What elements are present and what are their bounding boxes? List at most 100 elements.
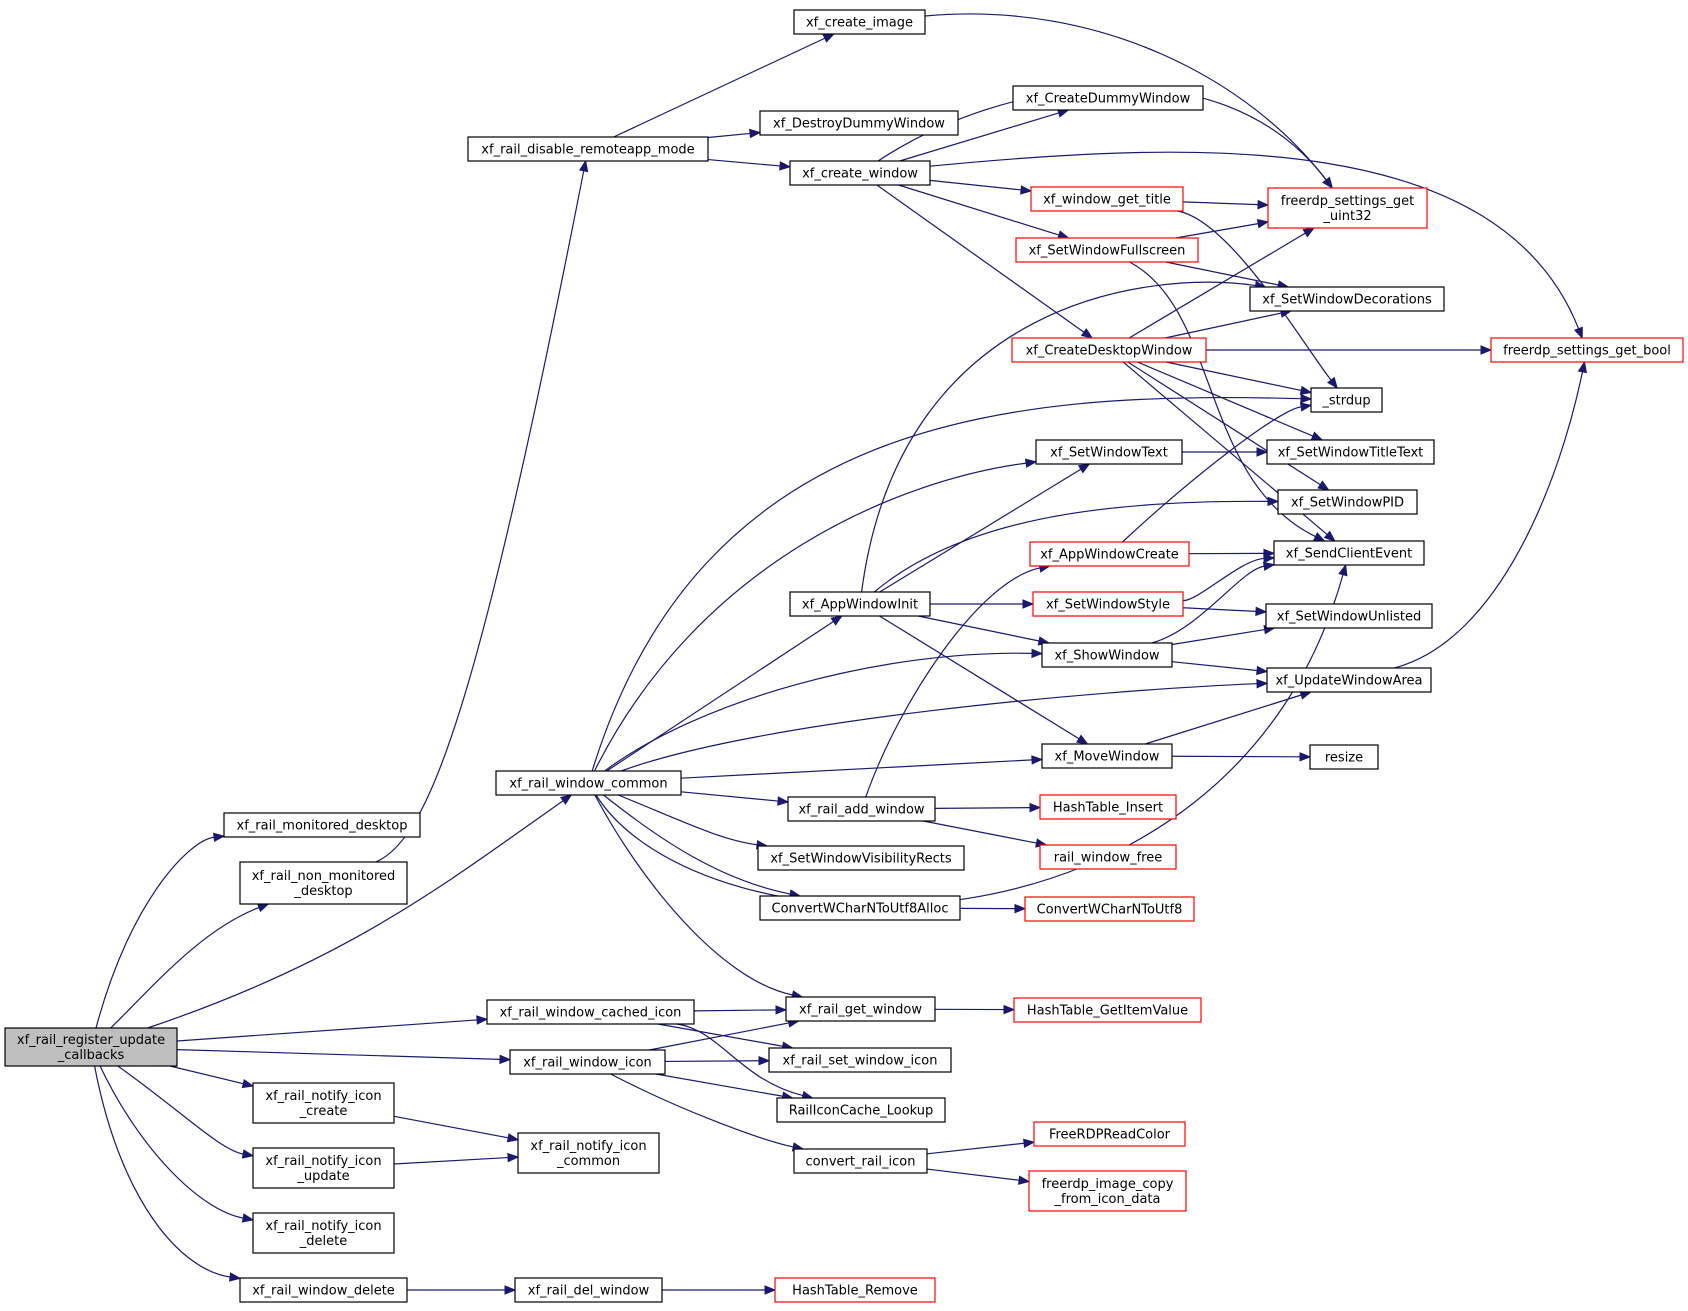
node-notify-icon-delete[interactable]: xf_rail_notify_icon_delete xyxy=(252,1212,395,1254)
node-app-window-init[interactable]: xf_AppWindowInit xyxy=(789,591,931,617)
node-destroy-dummy[interactable]: xf_DestroyDummyWindow xyxy=(759,110,959,136)
node-settings-uint32[interactable]: freerdp_settings_get_uint32 xyxy=(1267,187,1428,229)
node-box[interactable] xyxy=(1029,541,1190,567)
node-box[interactable] xyxy=(1032,591,1184,617)
node-box[interactable] xyxy=(1030,186,1184,212)
node-move-window[interactable]: xf_MoveWindow xyxy=(1041,743,1173,769)
node-box[interactable] xyxy=(768,1047,952,1073)
node-box[interactable] xyxy=(789,160,931,186)
node-box[interactable] xyxy=(787,796,936,822)
node-box[interactable] xyxy=(239,861,408,905)
node-box[interactable] xyxy=(1039,844,1177,870)
node-notify-icon-common[interactable]: xf_rail_notify_icon_common xyxy=(517,1132,660,1174)
node-box[interactable] xyxy=(223,812,421,838)
node-notify-icon-update[interactable]: xf_rail_notify_icon_update xyxy=(252,1147,395,1189)
node-box[interactable] xyxy=(774,1277,936,1303)
node-box[interactable] xyxy=(495,770,682,796)
node-app-window-create[interactable]: xf_AppWindowCreate xyxy=(1029,541,1190,567)
node-box[interactable] xyxy=(1266,667,1432,693)
node-box[interactable] xyxy=(789,591,931,617)
node-convert-rail-icon[interactable]: convert_rail_icon xyxy=(793,1148,928,1174)
node-rail-add-window[interactable]: xf_rail_add_window xyxy=(787,796,936,822)
node-box[interactable] xyxy=(1249,286,1445,312)
node-box[interactable] xyxy=(776,1097,946,1123)
node-window-common[interactable]: xf_rail_window_common xyxy=(495,770,682,796)
node-box[interactable] xyxy=(1012,85,1204,111)
node-box[interactable] xyxy=(1265,603,1433,629)
node-convert-alloc[interactable]: ConvertWCharNToUtf8Alloc xyxy=(759,895,961,921)
node-box[interactable] xyxy=(4,1027,178,1067)
node-set-decorations[interactable]: xf_SetWindowDecorations xyxy=(1249,286,1445,312)
node-window-delete[interactable]: xf_rail_window_delete xyxy=(239,1277,408,1303)
node-root[interactable]: xf_rail_register_update_callbacks xyxy=(4,1027,178,1067)
node-box[interactable] xyxy=(1273,540,1425,566)
node-box[interactable] xyxy=(1024,896,1195,922)
node-box[interactable] xyxy=(509,1049,666,1075)
node-box[interactable] xyxy=(1011,337,1207,363)
node-box[interactable] xyxy=(1035,439,1183,465)
node-create-dummy[interactable]: xf_CreateDummyWindow xyxy=(1012,85,1204,111)
node-box[interactable] xyxy=(467,136,709,162)
node-hashtable-insert[interactable]: HashTable_Insert xyxy=(1039,794,1177,820)
node-hashtable-get[interactable]: HashTable_GetItemValue xyxy=(1013,997,1202,1023)
node-box[interactable] xyxy=(1041,642,1173,668)
node-box[interactable] xyxy=(239,1277,408,1303)
node-box[interactable] xyxy=(514,1277,663,1303)
node-notify-icon-create[interactable]: xf_rail_notify_icon_create xyxy=(252,1082,395,1124)
node-box[interactable] xyxy=(785,996,936,1022)
node-box[interactable] xyxy=(1033,1121,1186,1147)
node-get-window[interactable]: xf_rail_get_window xyxy=(785,996,936,1022)
node-set-fullscreen[interactable]: xf_SetWindowFullscreen xyxy=(1015,237,1199,263)
node-resize[interactable]: resize xyxy=(1309,744,1379,770)
node-set-window-text[interactable]: xf_SetWindowText xyxy=(1035,439,1183,465)
node-box[interactable] xyxy=(1277,489,1418,515)
node-box[interactable] xyxy=(1013,997,1202,1023)
node-set-window-style[interactable]: xf_SetWindowStyle xyxy=(1032,591,1184,617)
node-box[interactable] xyxy=(1015,237,1199,263)
node-box[interactable] xyxy=(1266,439,1435,465)
node-icon-cache-lookup[interactable]: RailIconCache_Lookup xyxy=(776,1097,946,1123)
node-monitored-desktop[interactable]: xf_rail_monitored_desktop xyxy=(223,812,421,838)
node-box[interactable] xyxy=(1028,1170,1187,1212)
node-strdup[interactable]: _strdup xyxy=(1310,387,1383,413)
node-read-color[interactable]: FreeRDPReadColor xyxy=(1033,1121,1186,1147)
node-box[interactable] xyxy=(1309,744,1379,770)
node-box[interactable] xyxy=(757,845,965,871)
node-box[interactable] xyxy=(1267,187,1428,229)
node-window-cached-icon[interactable]: xf_rail_window_cached_icon xyxy=(486,999,695,1025)
node-update-area[interactable]: xf_UpdateWindowArea xyxy=(1266,667,1432,693)
node-create-window[interactable]: xf_create_window xyxy=(789,160,931,186)
node-convert-utf8[interactable]: ConvertWCharNToUtf8 xyxy=(1024,896,1195,922)
node-box[interactable] xyxy=(252,1082,395,1124)
node-create-desktop[interactable]: xf_CreateDesktopWindow xyxy=(1011,337,1207,363)
node-window-get-title[interactable]: xf_window_get_title xyxy=(1030,186,1184,212)
node-box[interactable] xyxy=(1041,743,1173,769)
node-create-image[interactable]: xf_create_image xyxy=(793,9,926,35)
node-show-window[interactable]: xf_ShowWindow xyxy=(1041,642,1173,668)
node-del-window[interactable]: xf_rail_del_window xyxy=(514,1277,663,1303)
node-box[interactable] xyxy=(486,999,695,1025)
node-box[interactable] xyxy=(1310,387,1383,413)
node-box[interactable] xyxy=(1490,337,1684,363)
node-box[interactable] xyxy=(252,1212,395,1254)
node-settings-bool[interactable]: freerdp_settings_get_bool xyxy=(1490,337,1684,363)
node-set-title-text[interactable]: xf_SetWindowTitleText xyxy=(1266,439,1435,465)
node-visibility-rects[interactable]: xf_SetWindowVisibilityRects xyxy=(757,845,965,871)
node-set-window-pid[interactable]: xf_SetWindowPID xyxy=(1277,489,1418,515)
node-disable-remoteapp[interactable]: xf_rail_disable_remoteapp_mode xyxy=(467,136,709,162)
node-box[interactable] xyxy=(759,895,961,921)
node-set-window-icon[interactable]: xf_rail_set_window_icon xyxy=(768,1047,952,1073)
node-box[interactable] xyxy=(252,1147,395,1189)
node-window-icon[interactable]: xf_rail_window_icon xyxy=(509,1049,666,1075)
node-box[interactable] xyxy=(793,1148,928,1174)
node-box[interactable] xyxy=(1039,794,1177,820)
node-set-unlisted[interactable]: xf_SetWindowUnlisted xyxy=(1265,603,1433,629)
node-send-client-event[interactable]: xf_SendClientEvent xyxy=(1273,540,1425,566)
node-rail-window-free[interactable]: rail_window_free xyxy=(1039,844,1177,870)
node-non-monitored-desktop[interactable]: xf_rail_non_monitored_desktop xyxy=(239,861,408,905)
node-box[interactable] xyxy=(759,110,959,136)
node-hashtable-remove[interactable]: HashTable_Remove xyxy=(774,1277,936,1303)
node-box[interactable] xyxy=(793,9,926,35)
node-image-copy[interactable]: freerdp_image_copy_from_icon_data xyxy=(1028,1170,1187,1212)
node-box[interactable] xyxy=(517,1132,660,1174)
